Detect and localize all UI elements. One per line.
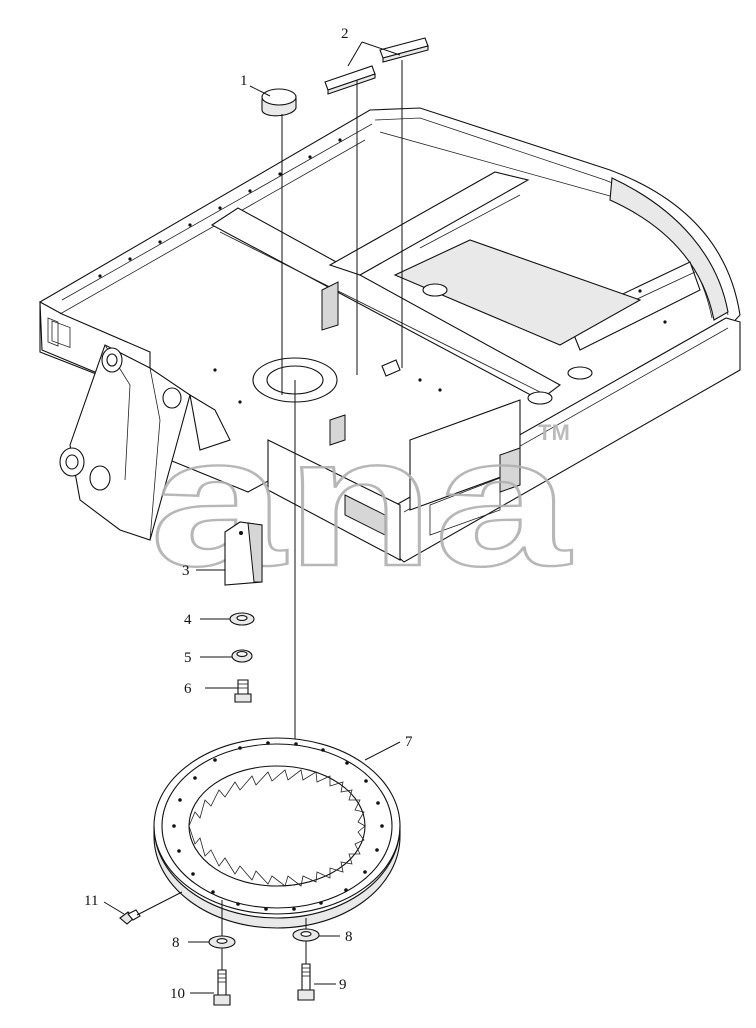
part-3-plate [196,521,263,586]
revolving-frame [39,107,741,563]
callout-9: 9 [339,977,347,993]
callout-3: 3 [182,563,190,579]
callout-1: 1 [240,73,248,89]
watermark-text: ana [150,399,573,605]
part-9-bolt [297,941,336,1001]
callout-10: 10 [170,986,185,1002]
callout-6: 6 [184,681,192,697]
part-11-screw [103,891,183,925]
callout-2: 2 [341,26,349,42]
part-4-washer [200,612,255,626]
callout-8-right: 8 [345,929,353,945]
boom-bracket [59,344,231,541]
part-10-bolt [190,948,231,1006]
callout-labels: 1 2 3 4 5 6 7 8 8 9 10 11 [84,26,413,1002]
watermark: ana TM [149,398,574,606]
part-1-cap [249,85,297,395]
part-2-pads [324,37,429,377]
callout-11: 11 [84,893,98,909]
part-6-bolt [205,679,252,703]
callout-7: 7 [405,734,413,750]
part-5-lock-washer [200,649,253,663]
callout-8-left: 8 [172,935,180,951]
part-7-swing-bearing [153,737,401,929]
callout-5: 5 [184,650,192,666]
callout-4: 4 [184,612,192,628]
watermark-tm: TM [538,420,570,445]
